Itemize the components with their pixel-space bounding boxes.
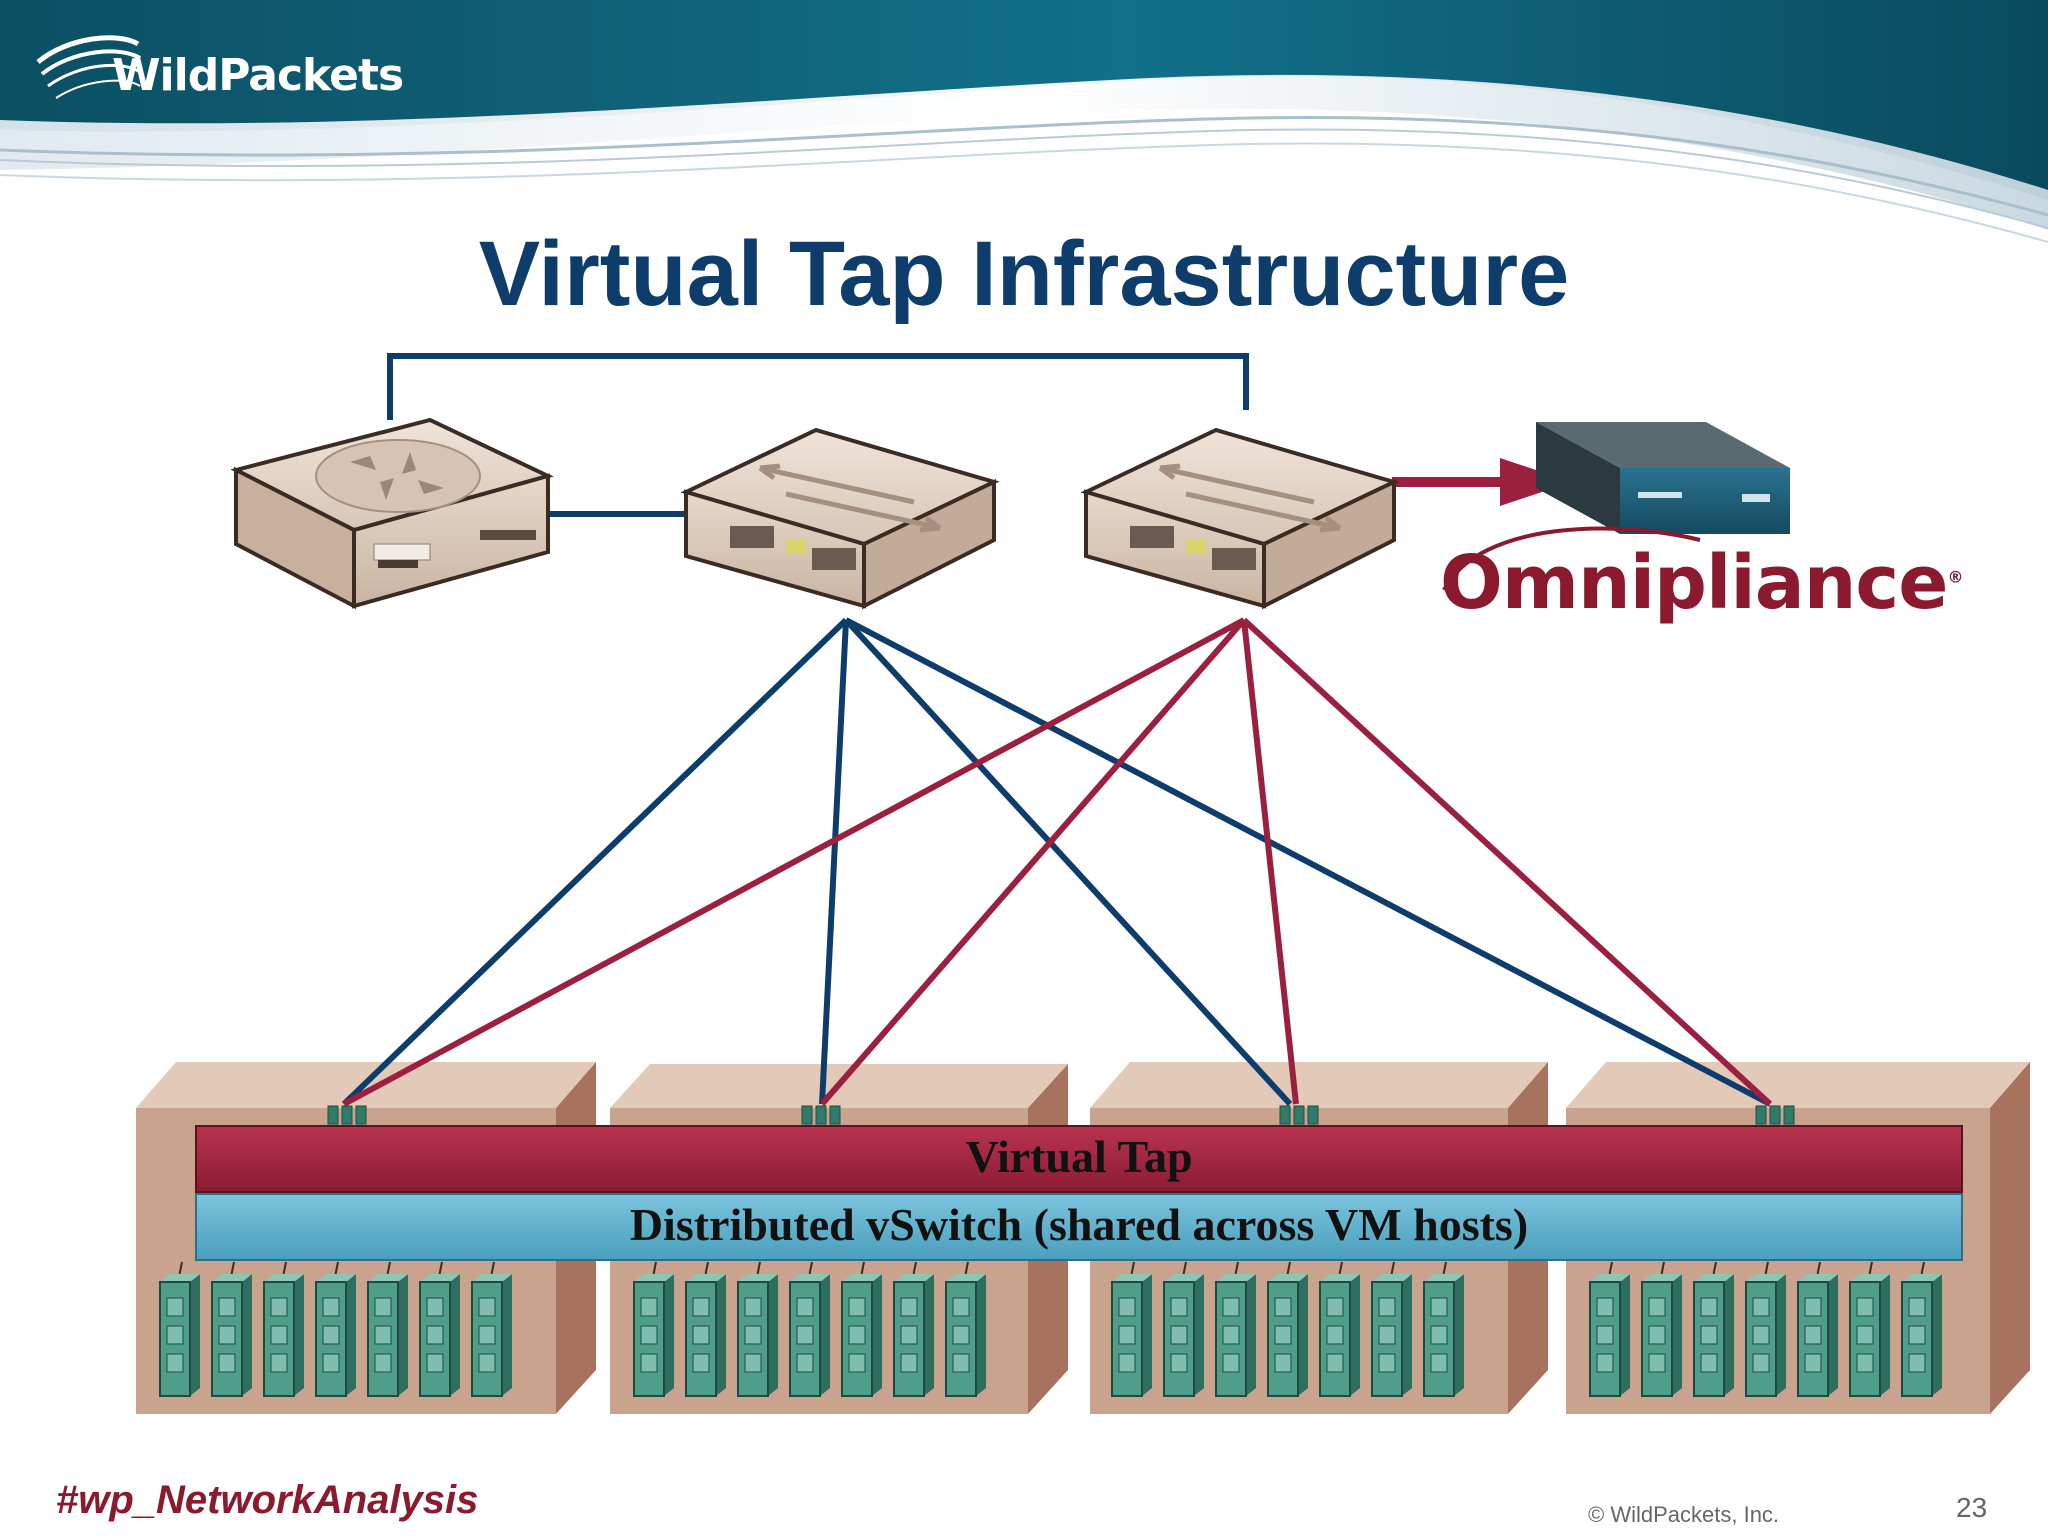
vm-icon bbox=[211, 1261, 252, 1397]
vm-layer bbox=[159, 1261, 1942, 1397]
red-links bbox=[342, 617, 1773, 1107]
vm-icon bbox=[633, 1261, 674, 1397]
switch-1-device bbox=[680, 427, 1000, 610]
vswitch-label: Distributed vSwitch (shared across VM ho… bbox=[629, 1199, 1529, 1250]
omnipliance-label: Omnipliance® bbox=[1440, 540, 1963, 626]
tap-connector-1 bbox=[327, 1105, 367, 1125]
omnipliance-device bbox=[1536, 422, 1790, 534]
vm-icon bbox=[1797, 1261, 1838, 1397]
tap-connector-2 bbox=[801, 1105, 841, 1125]
vm-icon bbox=[367, 1261, 408, 1397]
vm-icon bbox=[1641, 1261, 1682, 1397]
vm-icon bbox=[945, 1261, 986, 1397]
vm-icon bbox=[1423, 1261, 1464, 1397]
vm-icon bbox=[1849, 1261, 1890, 1397]
vm-icon bbox=[737, 1261, 778, 1397]
vm-icon bbox=[263, 1261, 304, 1397]
vm-icon bbox=[1111, 1261, 1152, 1397]
vm-icon bbox=[315, 1261, 356, 1397]
tap-connector-3 bbox=[1279, 1105, 1319, 1125]
header-band bbox=[0, 0, 2048, 243]
page-number: 23 bbox=[1956, 1492, 1988, 1523]
vm-icon bbox=[1589, 1261, 1630, 1397]
vm-icon bbox=[471, 1261, 512, 1397]
vm-icon bbox=[1745, 1261, 1786, 1397]
vm-icon bbox=[1163, 1261, 1204, 1397]
vm-icon bbox=[1267, 1261, 1308, 1397]
vm-icon bbox=[841, 1261, 882, 1397]
uplink-bracket bbox=[387, 353, 1249, 420]
vm-icon bbox=[419, 1261, 460, 1397]
vm-icon bbox=[893, 1261, 934, 1397]
virtual-tap-label: Virtual Tap bbox=[965, 1131, 1193, 1182]
tap-connector-4 bbox=[1755, 1105, 1795, 1125]
vm-icon bbox=[1371, 1261, 1412, 1397]
blue-links bbox=[341, 617, 1772, 1107]
vm-icon bbox=[789, 1261, 830, 1397]
router-device bbox=[230, 417, 554, 610]
vm-icon bbox=[159, 1261, 200, 1397]
vm-icon bbox=[1319, 1261, 1360, 1397]
vm-icon bbox=[1215, 1261, 1256, 1397]
wildpackets-logo bbox=[36, 35, 142, 99]
copyright: © WildPackets, Inc. bbox=[1588, 1502, 1780, 1527]
logo-text: WildPackets bbox=[112, 50, 404, 101]
switch-2-device bbox=[1080, 427, 1400, 610]
virtual-tap-bar bbox=[195, 1125, 1963, 1193]
vm-icon bbox=[685, 1261, 726, 1397]
hashtag: #wp_NetworkAnalysis bbox=[56, 1478, 479, 1522]
vm-icon bbox=[1901, 1261, 1942, 1397]
vswitch-bar bbox=[195, 1193, 1963, 1261]
vm-icon bbox=[1693, 1261, 1734, 1397]
omnipliance-swoosh bbox=[1442, 526, 1701, 591]
page-title: Virtual Tap Infrastructure bbox=[478, 223, 1570, 325]
